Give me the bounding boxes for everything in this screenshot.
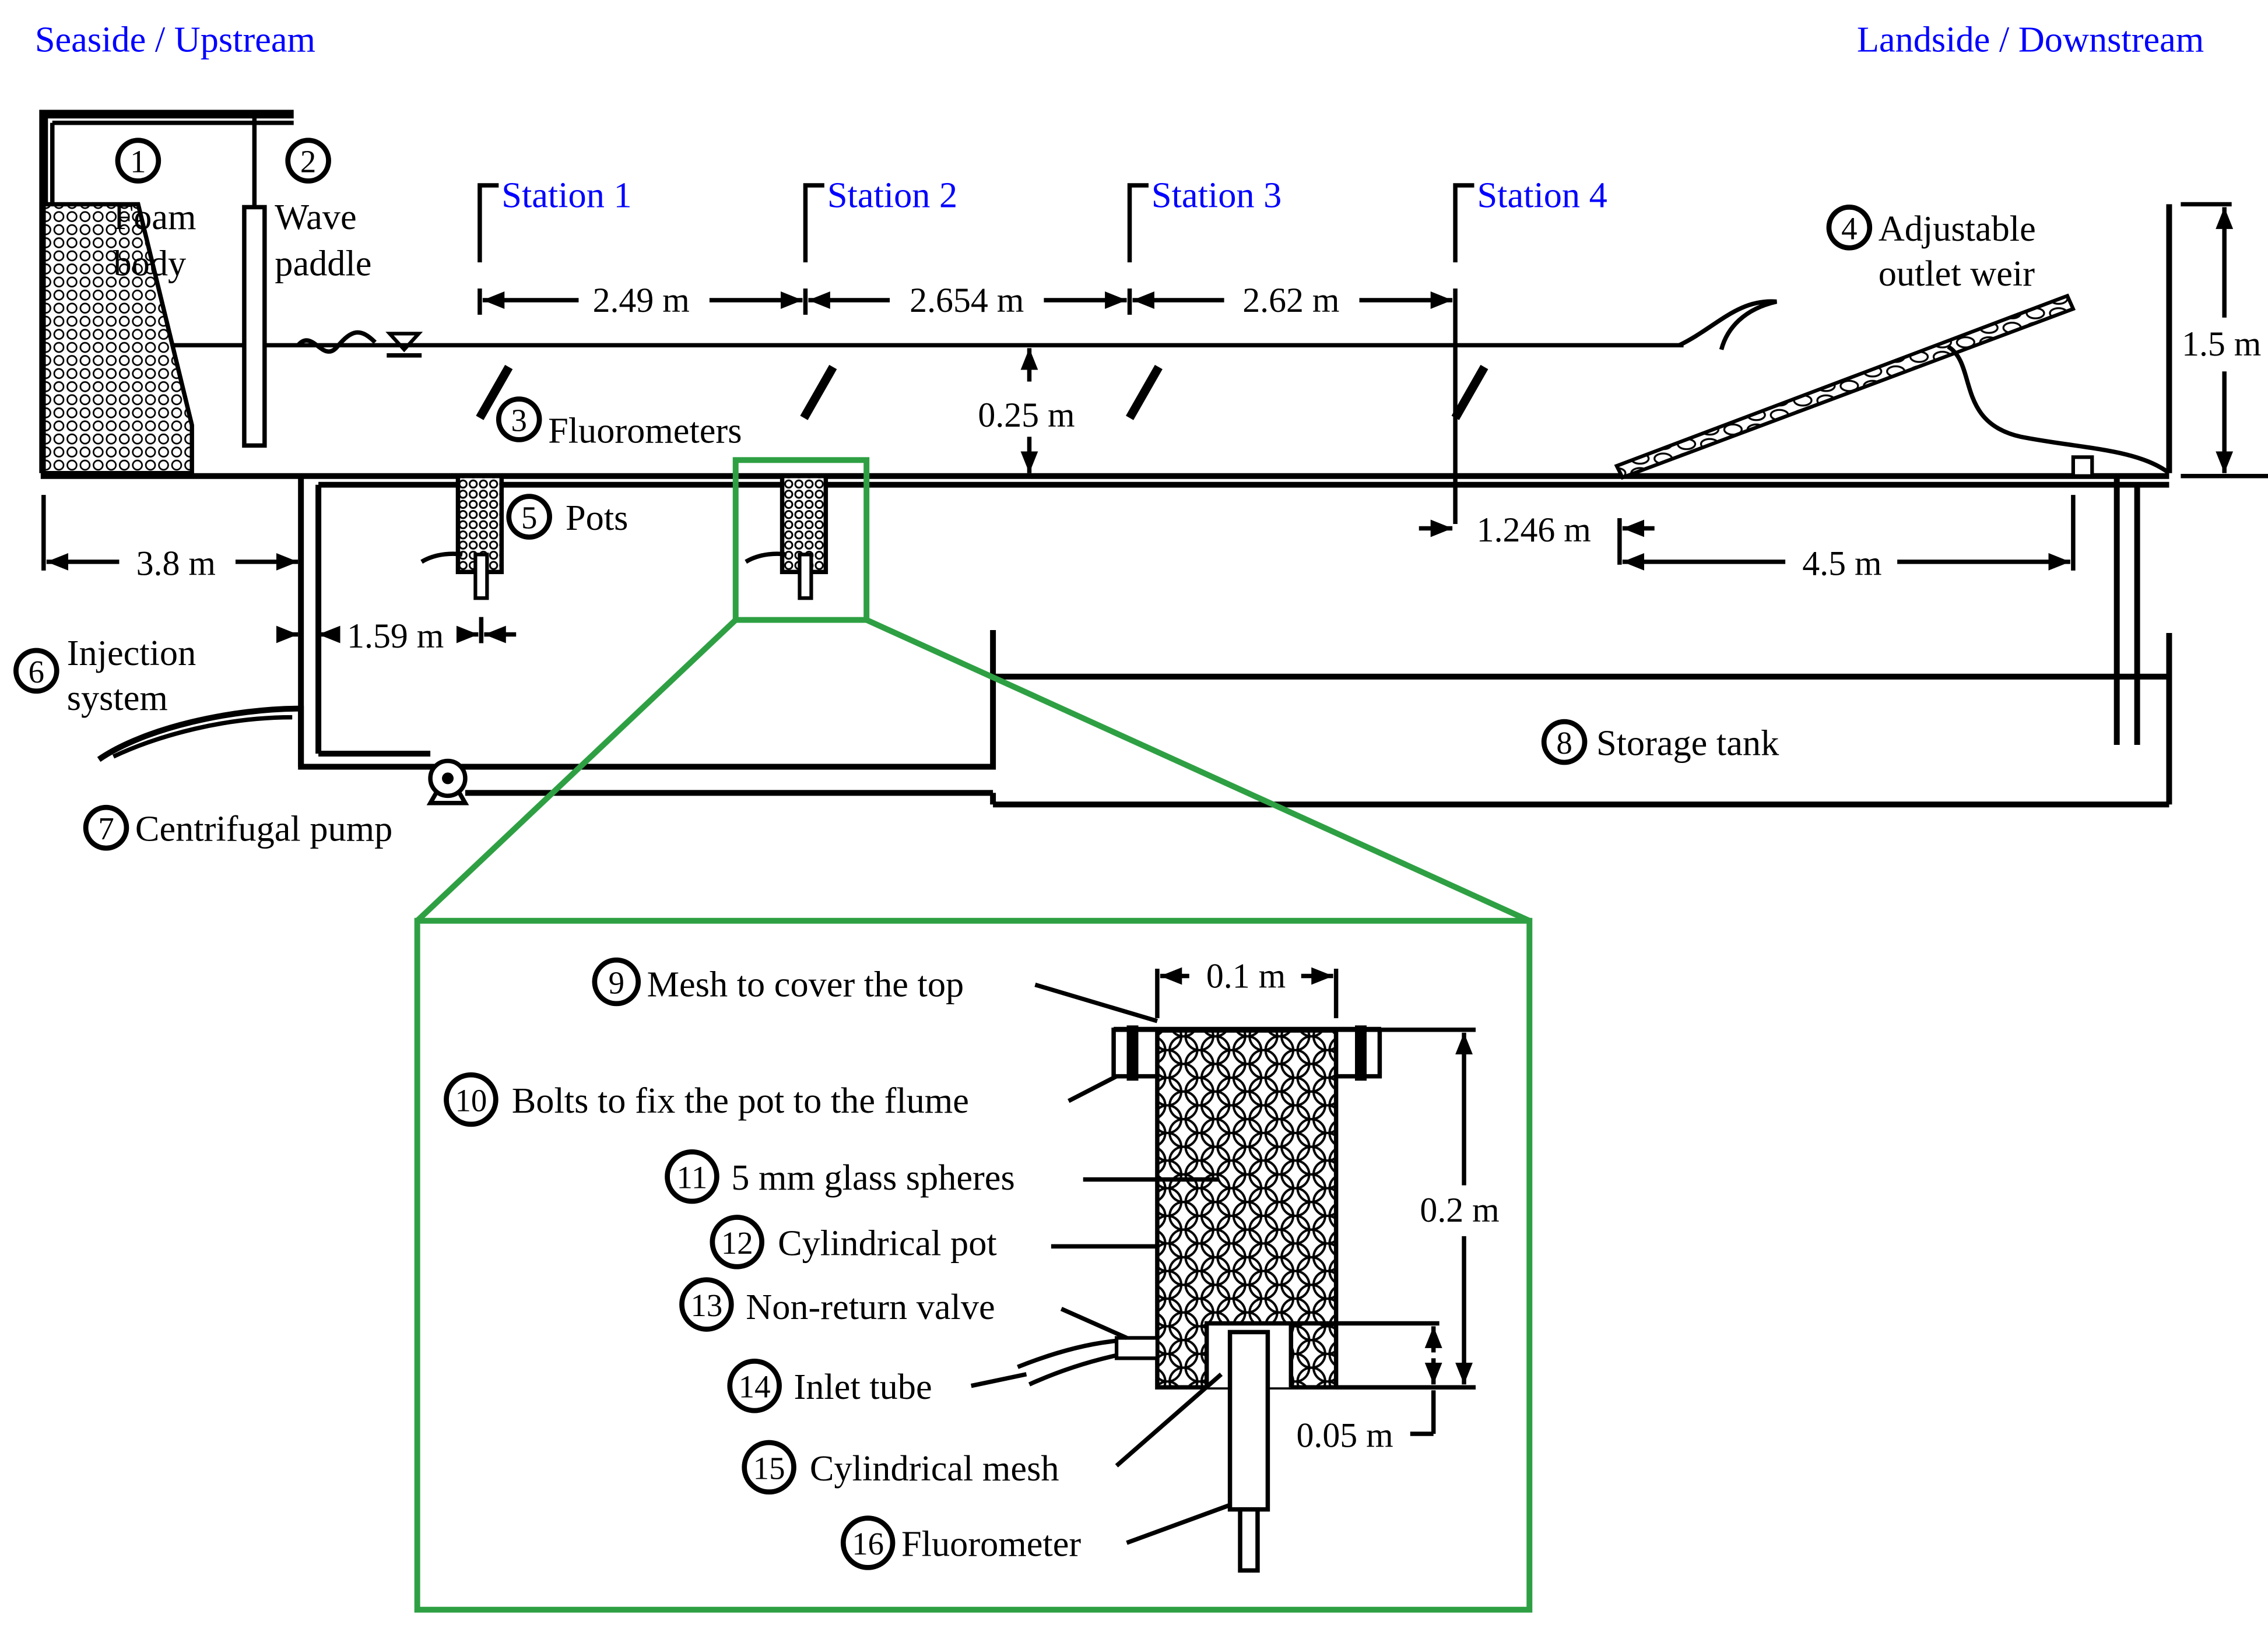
station-4-label: Station 4: [1477, 175, 1607, 215]
height-dim: [2181, 202, 2268, 479]
detail-item-16: 16 Fluorometer: [840, 1515, 1081, 1570]
svg-text:Foam: Foam: [114, 197, 196, 237]
detail-leaders: [970, 982, 1231, 1545]
weir-len-dim: [1622, 495, 2076, 571]
svg-text:Bolts to fix the pot to the fl: Bolts to fix the pot to the flume: [512, 1081, 969, 1121]
dim-height: 1.5 m: [2182, 325, 2261, 363]
detail-callout: [414, 457, 1533, 1613]
svg-text:9: 9: [609, 965, 624, 1000]
svg-text:Cylindrical mesh: Cylindrical mesh: [810, 1448, 1059, 1489]
svg-text:4: 4: [1841, 210, 1857, 246]
detail-item-15: 15 Cylindrical mesh: [742, 1440, 1059, 1495]
detail-item-13: 13 Non-return valve: [679, 1277, 995, 1332]
label-storage-tank: 8 Storage tank: [1541, 719, 1779, 765]
svg-text:Mesh to cover the top: Mesh to cover the top: [647, 964, 964, 1004]
svg-text:13: 13: [690, 1288, 722, 1323]
svg-text:12: 12: [721, 1225, 753, 1261]
svg-text:Non-return valve: Non-return valve: [746, 1287, 995, 1327]
svg-text:5 mm glass spheres: 5 mm glass spheres: [731, 1158, 1014, 1198]
station-2-label: Station 2: [827, 175, 957, 215]
svg-text:16: 16: [852, 1526, 884, 1561]
landside-label: Landside / Downstream: [1857, 20, 2204, 60]
svg-text:paddle: paddle: [275, 244, 371, 284]
dim-s12: 2.49 m: [593, 281, 690, 319]
detail-item-14: 14 Inlet tube: [727, 1358, 932, 1413]
svg-text:Fluorometer: Fluorometer: [901, 1524, 1081, 1564]
seaside-label: Seaside / Upstream: [35, 20, 315, 60]
station-1-label: Station 1: [501, 175, 631, 215]
svg-text:Storage tank: Storage tank: [1596, 723, 1779, 764]
label-injection-system: 6 Injection system: [13, 633, 196, 718]
fluorometers: [476, 365, 1488, 420]
svg-text:11: 11: [677, 1160, 708, 1195]
svg-text:3: 3: [511, 402, 527, 438]
svg-text:14: 14: [739, 1369, 771, 1405]
svg-text:body: body: [114, 244, 187, 284]
svg-text:10: 10: [455, 1082, 487, 1118]
svg-text:Adjustable: Adjustable: [1879, 209, 2036, 249]
pot-offset-dim: [276, 617, 517, 643]
dim-s34: 2.62 m: [1242, 281, 1339, 319]
svg-text:outlet weir: outlet weir: [1879, 254, 2035, 294]
station-markers: [478, 183, 1474, 525]
svg-text:1: 1: [130, 144, 146, 180]
svg-text:8: 8: [1556, 725, 1572, 761]
pump-circuit: [97, 705, 993, 796]
svg-text:Injection: Injection: [67, 633, 196, 673]
svg-text:15: 15: [753, 1450, 785, 1486]
foam-body: [41, 202, 194, 476]
wave-paddle: [242, 205, 267, 448]
detail-dim-width: 0.1 m: [1206, 956, 1286, 995]
svg-text:7: 7: [98, 811, 114, 846]
st4-weir-dim: [1419, 518, 1655, 565]
label-fluorometers: 3 Fluorometers: [496, 396, 742, 451]
svg-text:Inlet tube: Inlet tube: [794, 1367, 932, 1407]
svg-text:system: system: [67, 678, 168, 718]
dim-depth: 0.25 m: [978, 396, 1075, 434]
centrifugal-pump-icon: [426, 758, 469, 806]
dim-s23: 2.654 m: [910, 281, 1024, 319]
svg-text:2: 2: [300, 144, 316, 180]
breaking-wave: [1678, 299, 1777, 350]
detail-dim-height: 0.2 m: [1420, 1191, 1499, 1229]
label-outlet-weir: 4 Adjustable outlet weir: [1826, 205, 2036, 294]
pot-2: [745, 473, 828, 600]
station-3-label: Station 3: [1151, 175, 1282, 215]
detail-item-9: 9 Mesh to cover the top: [592, 957, 964, 1007]
detail-dims: [1155, 967, 1476, 1436]
adjustable-outlet-weir: [1614, 293, 2171, 480]
label-pots: 5 Pots: [506, 494, 628, 540]
dim-st4-weir: 1.246 m: [1477, 511, 1591, 549]
label-wave-paddle: 2 Wave paddle: [275, 138, 371, 284]
detail-item-11: 11 5 mm glass spheres: [665, 1149, 1015, 1204]
dim-inlet: 3.8 m: [136, 544, 216, 582]
pot-1: [420, 473, 504, 600]
svg-text:Centrifugal pump: Centrifugal pump: [135, 809, 392, 849]
dim-weir-len: 4.5 m: [1802, 544, 1881, 582]
dim-pot-offset: 1.59 m: [347, 617, 444, 655]
svg-text:Pots: Pots: [566, 498, 628, 538]
svg-text:Fluorometers: Fluorometers: [548, 410, 742, 451]
detail-item-10: 10 Bolts to fix the pot to the flume: [444, 1072, 969, 1127]
wave-icon: [296, 330, 377, 354]
svg-text:5: 5: [521, 500, 537, 536]
svg-text:Wave: Wave: [275, 197, 356, 237]
label-foam-body: 1 Foam body: [114, 138, 196, 284]
svg-text:Cylindrical pot: Cylindrical pot: [778, 1223, 997, 1263]
storage-tank-structure: [990, 476, 2172, 808]
detail-pot: [1017, 1025, 1382, 1573]
inlet-dim: [41, 495, 299, 571]
svg-text:6: 6: [29, 654, 44, 690]
detail-dim-mesh: 0.05 m: [1296, 1416, 1393, 1454]
label-centrifugal-pump: 7 Centrifugal pump: [83, 804, 392, 851]
water-level-icon: [385, 332, 423, 358]
detail-item-12: 12 Cylindrical pot: [710, 1215, 997, 1269]
